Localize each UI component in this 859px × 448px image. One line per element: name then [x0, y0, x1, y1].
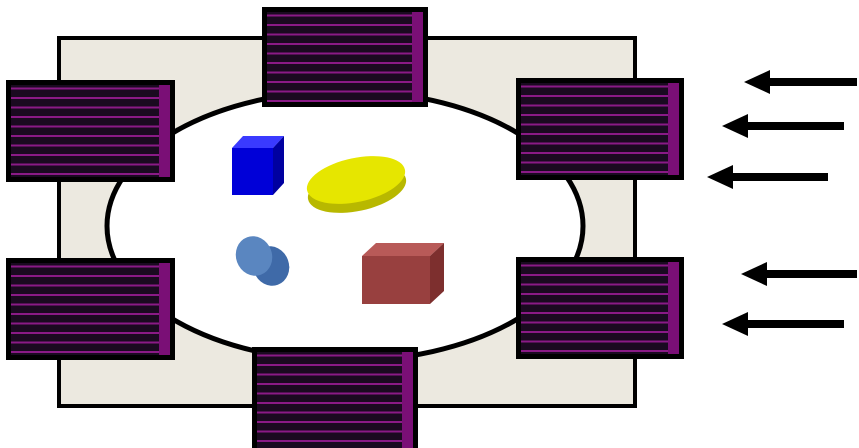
panel-top-left	[6, 80, 175, 182]
central-ellipse	[107, 91, 583, 361]
arrow	[741, 262, 857, 286]
panel-bottom-right	[516, 257, 684, 359]
arrow	[744, 70, 857, 94]
panel-top-right	[516, 78, 684, 180]
panel-bottom-left	[6, 258, 175, 360]
red-box	[362, 243, 444, 304]
arrow	[707, 165, 828, 189]
arrow	[722, 114, 844, 138]
blue-cube	[232, 136, 284, 195]
panel-bottom	[252, 347, 418, 448]
panel-top	[262, 7, 428, 107]
arrow	[722, 312, 844, 336]
